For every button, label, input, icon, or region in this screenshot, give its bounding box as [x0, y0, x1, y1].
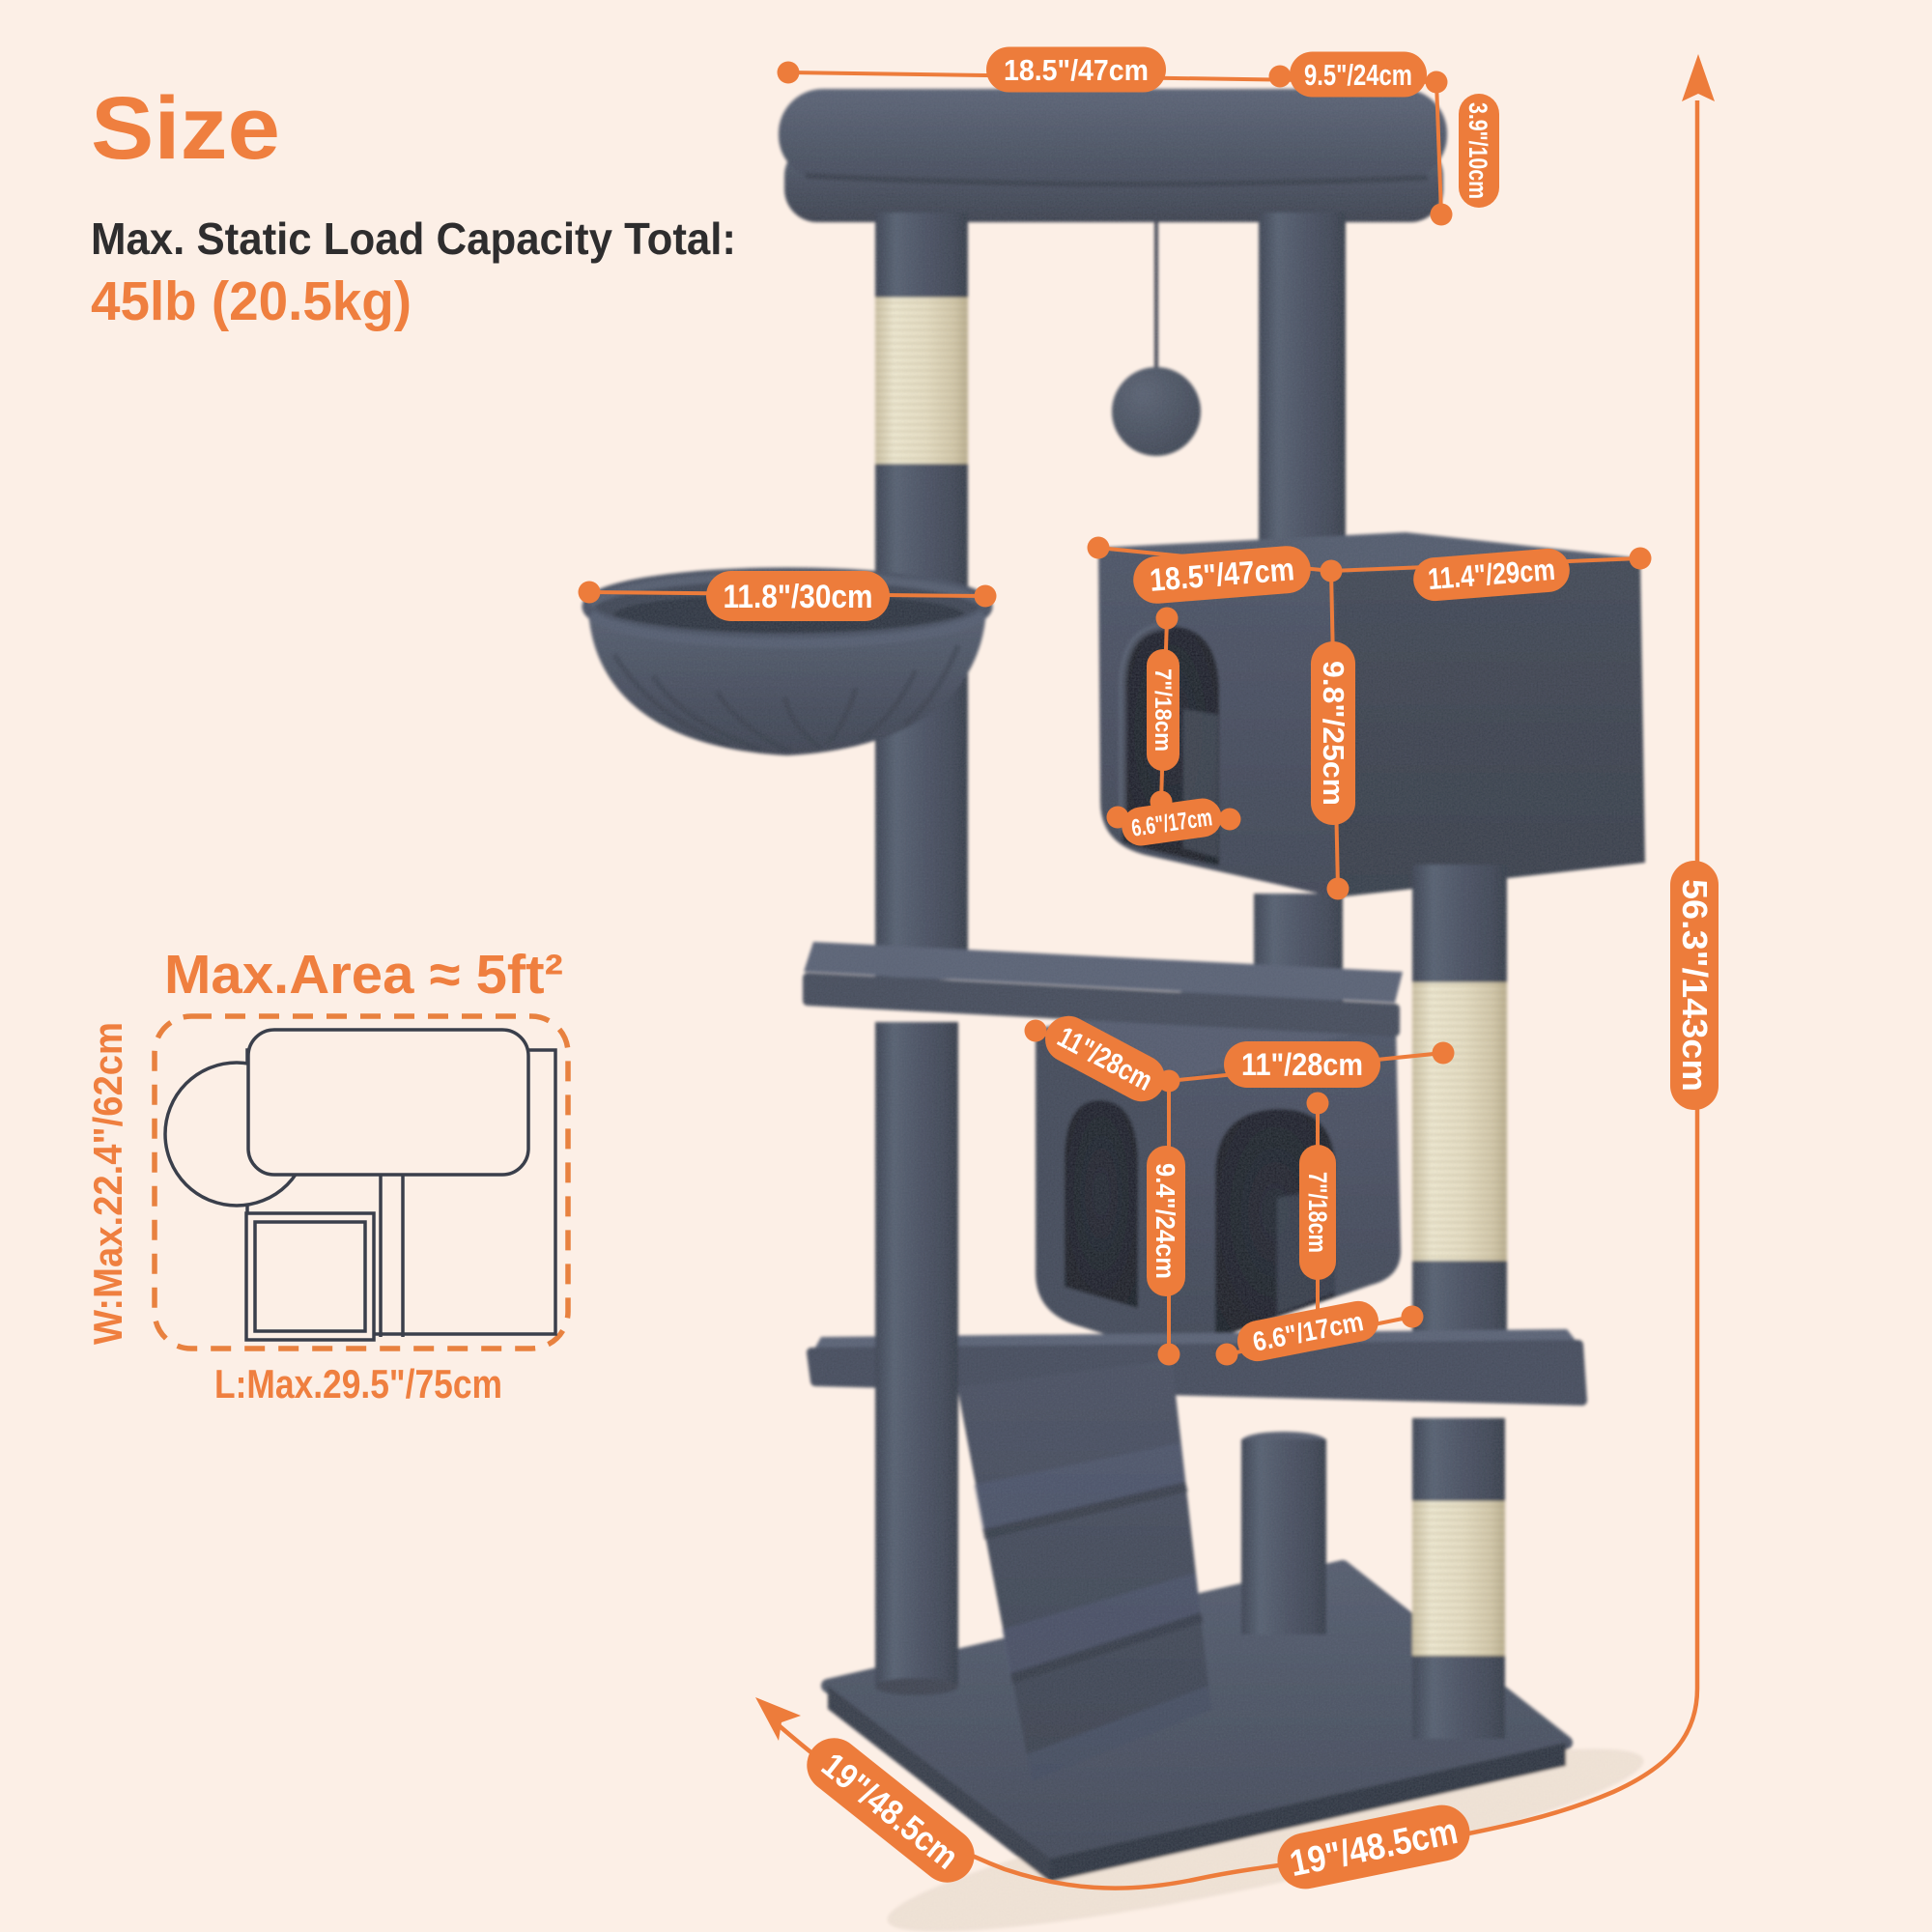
svg-text:56.3"/143cm: 56.3"/143cm: [1675, 879, 1715, 1092]
svg-text:9.8"/25cm: 9.8"/25cm: [1317, 661, 1350, 806]
svg-text:Max.Area ≈ 5ft²: Max.Area ≈ 5ft²: [164, 944, 563, 1006]
svg-text:45lb (20.5kg): 45lb (20.5kg): [91, 270, 412, 332]
svg-text:11.8"/30cm: 11.8"/30cm: [724, 579, 873, 615]
svg-text:W:Max.22.4"/62cm: W:Max.22.4"/62cm: [85, 1022, 130, 1345]
svg-text:9.5"/24cm: 9.5"/24cm: [1304, 58, 1412, 92]
svg-text:11"/28cm: 11"/28cm: [1241, 1047, 1363, 1082]
svg-text:7"/18cm: 7"/18cm: [1150, 668, 1176, 752]
svg-text:9.4"/24cm: 9.4"/24cm: [1151, 1163, 1180, 1279]
svg-text:Size: Size: [91, 79, 280, 178]
svg-text:18.5"/47cm: 18.5"/47cm: [1004, 53, 1149, 87]
svg-text:L:Max.29.5"/75cm: L:Max.29.5"/75cm: [214, 1361, 502, 1406]
svg-text:Max. Static Load Capacity Tota: Max. Static Load Capacity Total:: [91, 213, 736, 264]
svg-text:3.9"/10cm: 3.9"/10cm: [1463, 102, 1492, 199]
svg-text:7"/18cm: 7"/18cm: [1303, 1172, 1332, 1253]
